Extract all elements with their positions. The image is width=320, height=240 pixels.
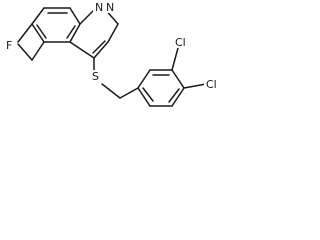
molecule-structure-drawing: N N F S Cl Cl bbox=[4, 1, 220, 107]
atom-label-n1: N bbox=[95, 1, 103, 14]
fluoro-substituent bbox=[17, 23, 45, 61]
bond bbox=[137, 69, 151, 89]
bond bbox=[93, 41, 109, 59]
double-bond-inner bbox=[66, 25, 76, 39]
bond bbox=[137, 87, 151, 107]
double-bond-inner bbox=[168, 88, 180, 103]
bond bbox=[107, 23, 119, 43]
bond bbox=[31, 7, 45, 25]
bond bbox=[69, 41, 95, 59]
double-bond-inner bbox=[36, 24, 47, 39]
bond bbox=[171, 69, 185, 89]
bond bbox=[31, 41, 45, 61]
bond bbox=[119, 87, 139, 99]
bond bbox=[183, 83, 207, 89]
bond bbox=[171, 47, 179, 71]
bond bbox=[69, 7, 81, 25]
atom-label-cl1: Cl bbox=[175, 36, 186, 49]
bond bbox=[31, 23, 45, 43]
dichlorophenyl-ring bbox=[137, 47, 207, 107]
structure-canvas: N N F S Cl Cl bbox=[0, 0, 240, 129]
double-bond-inner bbox=[92, 40, 106, 54]
atom-label-s: S bbox=[92, 70, 99, 83]
atom-labels: N N F S Cl Cl bbox=[4, 1, 220, 91]
thioether-linker bbox=[93, 57, 139, 99]
atom-label-f: F bbox=[6, 39, 12, 52]
atom-label-n2: N bbox=[106, 1, 114, 14]
pyridazine-ring bbox=[69, 7, 119, 59]
atom-label-cl2: Cl bbox=[206, 78, 217, 91]
bond bbox=[17, 43, 33, 61]
bond bbox=[17, 23, 33, 43]
bond bbox=[171, 87, 185, 107]
benzo-ring bbox=[31, 7, 81, 43]
bond bbox=[69, 23, 81, 43]
double-bond-inner bbox=[142, 87, 154, 102]
bond bbox=[101, 83, 121, 99]
